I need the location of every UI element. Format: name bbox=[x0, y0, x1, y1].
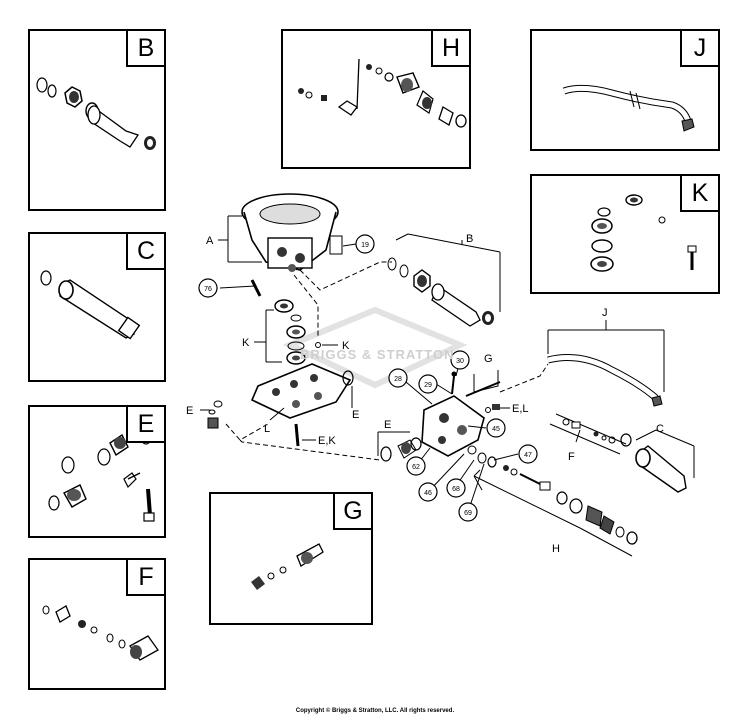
label-e-mid: E bbox=[384, 419, 391, 431]
kit-c-tag: C bbox=[126, 232, 166, 270]
kit-box-j[interactable]: J bbox=[530, 29, 720, 151]
h-stack-main bbox=[467, 445, 638, 545]
kit-h-tag: H bbox=[431, 29, 471, 67]
callout-45[interactable]: 45 bbox=[486, 418, 506, 438]
kit-f-tag: F bbox=[126, 558, 166, 596]
label-e-top: E bbox=[352, 409, 359, 421]
svg-text:19: 19 bbox=[361, 242, 369, 249]
svg-text:29: 29 bbox=[424, 382, 432, 389]
kit-e-tag: E bbox=[126, 405, 166, 443]
callout-28[interactable]: 28 bbox=[388, 368, 408, 388]
b-assembly-main bbox=[387, 257, 494, 327]
kit-box-g[interactable]: G bbox=[209, 492, 373, 625]
pump-housing bbox=[241, 193, 343, 272]
kit-box-c[interactable]: C bbox=[28, 232, 166, 382]
label-h: H bbox=[552, 543, 560, 555]
label-e-k: E,K bbox=[318, 435, 336, 447]
callout-30[interactable]: 30 bbox=[450, 350, 470, 370]
kit-h-parts-drawing bbox=[298, 58, 467, 128]
k-stack-main bbox=[274, 299, 321, 365]
label-b: B bbox=[466, 233, 473, 245]
label-g: G bbox=[484, 353, 493, 365]
callout-76[interactable]: 76 bbox=[198, 278, 218, 298]
kit-j-tag: J bbox=[680, 29, 720, 67]
svg-text:69: 69 bbox=[464, 510, 472, 517]
kit-box-h[interactable]: H bbox=[281, 29, 471, 169]
kit-b-parts-drawing bbox=[36, 77, 156, 150]
callout-29[interactable]: 29 bbox=[418, 374, 438, 394]
c-assembly-main bbox=[620, 433, 687, 493]
kit-k-tag: K bbox=[680, 174, 720, 212]
kit-j-parts-drawing bbox=[562, 84, 695, 132]
kit-box-k[interactable]: K bbox=[530, 174, 720, 294]
kit-k-parts-drawing bbox=[590, 194, 697, 272]
callout-62[interactable]: 62 bbox=[406, 456, 426, 476]
kit-box-f[interactable]: F bbox=[28, 558, 166, 690]
kit-c-parts-drawing bbox=[40, 270, 141, 340]
valve-body bbox=[421, 371, 485, 457]
callout-19[interactable]: 19 bbox=[355, 234, 375, 254]
kit-b-tag: B bbox=[126, 29, 166, 67]
svg-text:68: 68 bbox=[452, 486, 460, 493]
label-e-left: E bbox=[186, 405, 193, 417]
callout-47[interactable]: 47 bbox=[518, 444, 538, 464]
kit-g-tag: G bbox=[333, 492, 373, 530]
svg-text:47: 47 bbox=[524, 452, 532, 459]
label-k-right: K bbox=[342, 340, 350, 352]
label-f: F bbox=[568, 451, 575, 463]
callout-68[interactable]: 68 bbox=[446, 478, 466, 498]
label-k-left: K bbox=[242, 337, 250, 349]
kit-g-parts-drawing bbox=[251, 543, 324, 590]
copyright-footer: Copyright © Briggs & Stratton, LLC. All … bbox=[295, 708, 455, 714]
svg-text:62: 62 bbox=[412, 464, 420, 471]
label-j: J bbox=[602, 307, 608, 319]
kit-e-parts-drawing bbox=[48, 429, 155, 522]
label-a: A bbox=[206, 235, 214, 247]
kit-f-parts-drawing bbox=[42, 605, 159, 661]
kit-box-e[interactable]: E bbox=[28, 405, 166, 538]
kit-box-b[interactable]: B bbox=[28, 29, 166, 211]
svg-text:45: 45 bbox=[492, 426, 500, 433]
callout-46[interactable]: 46 bbox=[418, 482, 438, 502]
svg-text:76: 76 bbox=[204, 286, 212, 293]
watermark-text: BRIGGS & STRATTON bbox=[300, 347, 455, 362]
svg-text:46: 46 bbox=[424, 490, 432, 497]
svg-text:30: 30 bbox=[456, 358, 464, 365]
label-e-l: E,L bbox=[512, 403, 529, 415]
label-c: C bbox=[656, 423, 664, 435]
label-l: L bbox=[264, 423, 270, 435]
svg-text:28: 28 bbox=[394, 376, 402, 383]
manifold-plate bbox=[250, 363, 354, 419]
callout-69[interactable]: 69 bbox=[458, 502, 478, 522]
